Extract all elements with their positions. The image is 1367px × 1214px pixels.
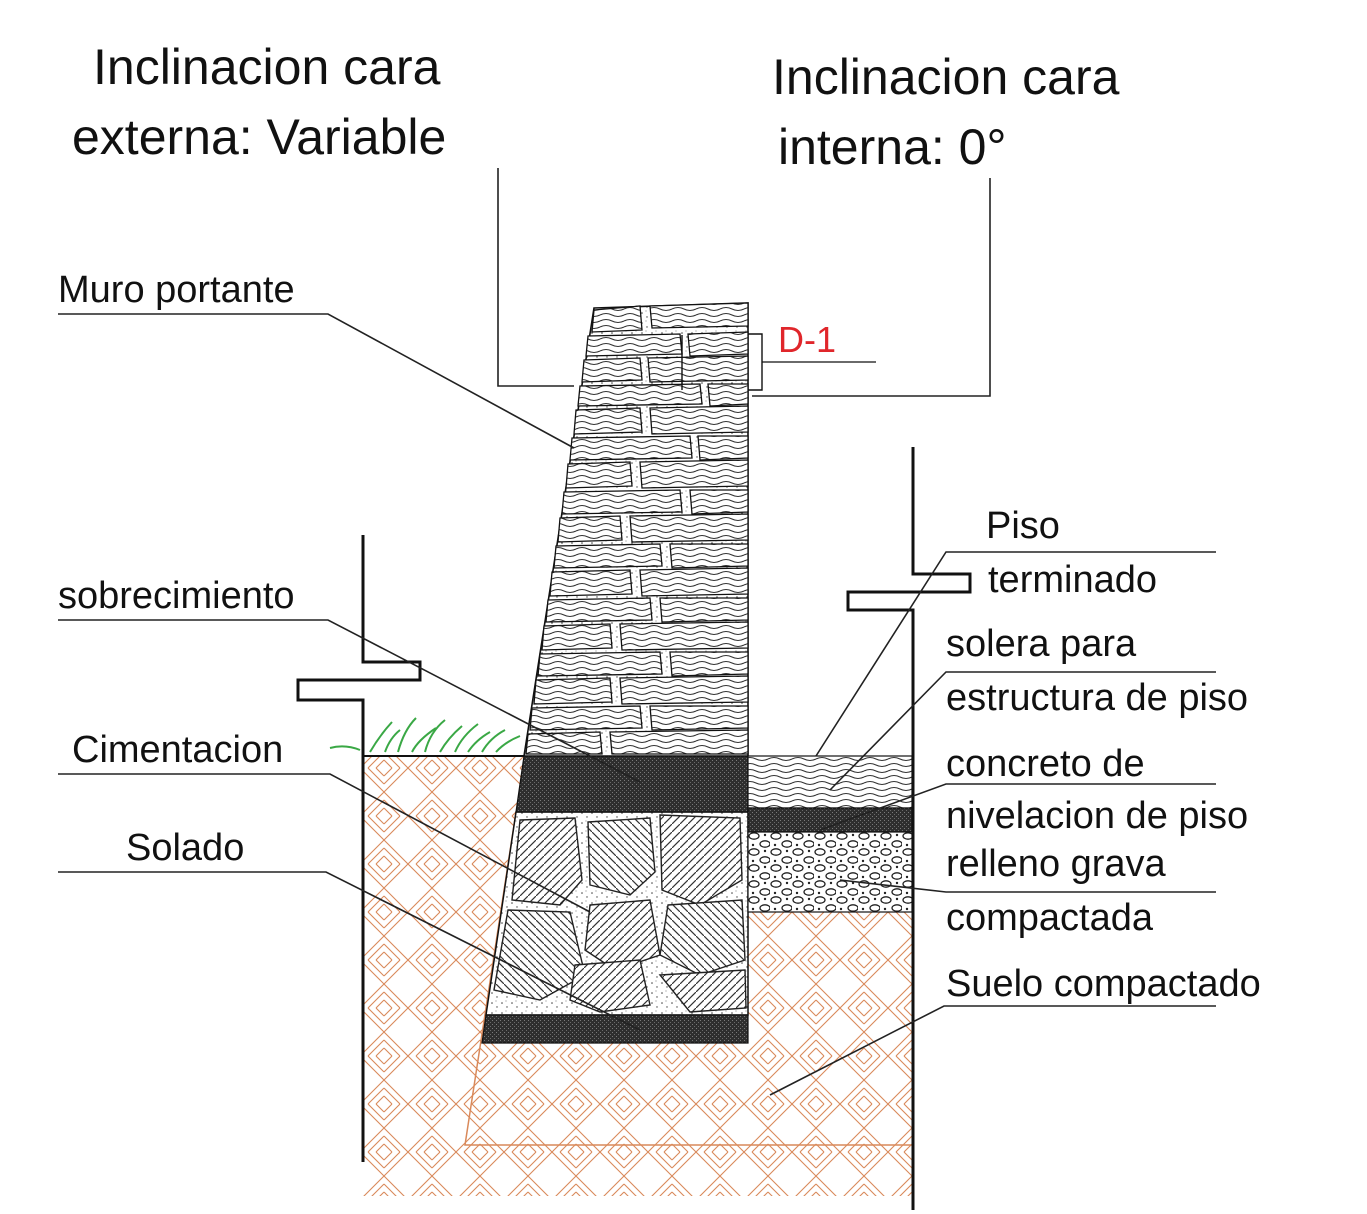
solado-layer [481, 1014, 749, 1044]
wall-stone-courses [525, 302, 749, 755]
external-face-label-line1: Inclinacion cara [93, 39, 441, 95]
piso-terminado-layer [747, 755, 913, 809]
detail-ref-label: D-1 [778, 319, 836, 360]
concreto-nivelacion-label-line2: nivelacion de piso [946, 795, 1248, 837]
relleno-grava-label-line2: compactada [946, 897, 1154, 939]
sobrecimiento-label: sobrecimiento [58, 575, 295, 617]
muro-portante-leader [58, 313, 575, 449]
muro-portante-label: Muro portante [58, 269, 295, 311]
relleno-grava-label-line1: relleno grava [946, 843, 1167, 885]
concreto-nivelacion-label-line1: concreto de [946, 743, 1145, 785]
piso-terminado-leader [815, 551, 1216, 757]
solera-label-line2: estructura de piso [946, 677, 1248, 719]
solera-leader [829, 671, 1216, 791]
concreto-nivelacion-leader [819, 783, 1216, 831]
suelo-compactado-label: Suelo compactado [946, 963, 1261, 1005]
foundation-stones [493, 814, 747, 1013]
sobrecimiento-leader [58, 619, 641, 783]
suelo-compactado-leader [769, 1005, 1216, 1096]
internal-face-label-line2: interna: 0° [778, 119, 1006, 175]
solado-label: Solado [126, 827, 244, 869]
grass-icon [329, 717, 521, 753]
detail-marker [681, 333, 876, 391]
piso-terminado-label-line2: terminado [988, 559, 1157, 601]
solera-label-line1: solera para [946, 623, 1137, 665]
cimentacion-leader [58, 773, 591, 913]
solado-leader [58, 871, 641, 1031]
external-face-label-line2: externa: Variable [72, 109, 446, 165]
gravel-fill-layer [747, 831, 913, 913]
cimentacion-label: Cimentacion [72, 729, 283, 771]
solera-layer [747, 807, 913, 833]
internal-face-label-line1: Inclinacion cara [772, 49, 1120, 105]
section-break-left [296, 535, 422, 1162]
relleno-grava-leader [839, 879, 1216, 893]
internal-face-leader [752, 178, 991, 397]
external-face-leader [497, 168, 574, 387]
sobrecimiento-layer [515, 755, 749, 813]
piso-terminado-label-line1: Piso [986, 505, 1060, 547]
section-break-right [846, 447, 972, 1210]
